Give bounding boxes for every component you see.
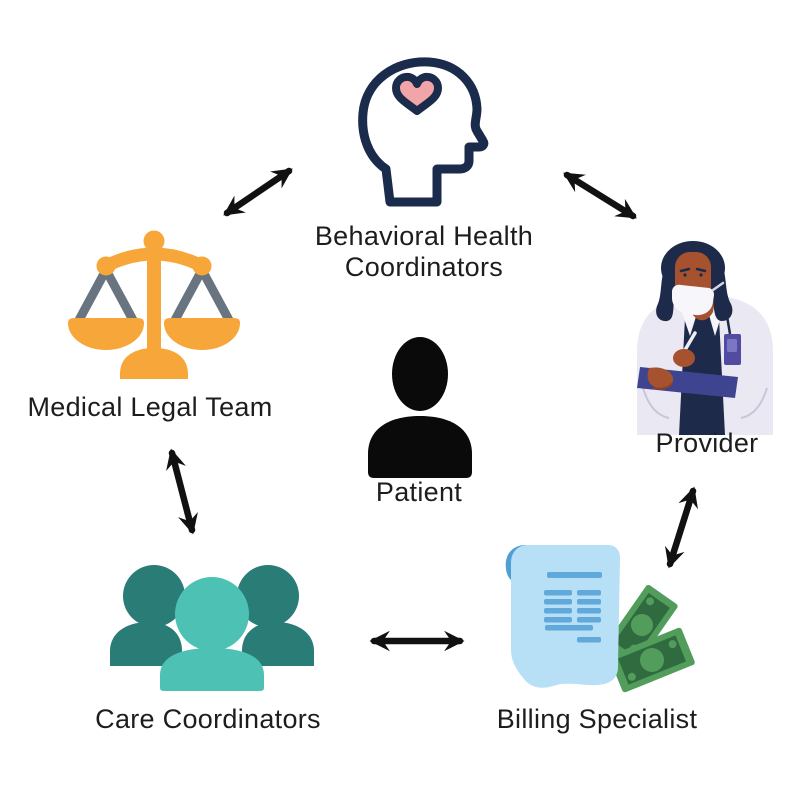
label-care-coordinators: Care Coordinators [95,704,321,734]
scales-of-justice-icon [66,230,242,392]
arrow-medical-legal-to-behavioral [223,167,293,217]
masked-doctor-illustration [627,240,782,435]
person-silhouette-icon [365,336,475,481]
label-provider: Provider [655,428,759,458]
invoice-with-money-icon [502,543,695,698]
people-group-icon [106,563,318,697]
arrow-behavioral-to-provider [563,171,637,220]
head-with-heart-icon [358,56,489,207]
label-behavioral-health-coordinators: Behavioral Health Coordinators [314,221,534,282]
label-billing-specialist: Billing Specialist [496,704,698,734]
arrow-medical-legal-to-care [166,448,198,535]
label-medical-legal-team: Medical Legal Team [27,392,273,422]
money-bill-icon [609,627,695,693]
label-patient: Patient [375,477,463,507]
heart-icon [392,72,442,115]
